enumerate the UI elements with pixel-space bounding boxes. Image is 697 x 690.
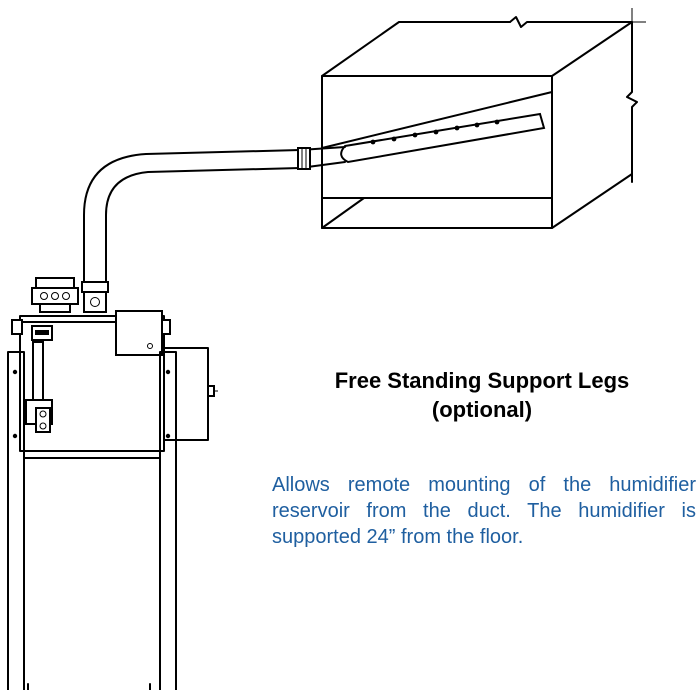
support-legs	[7, 351, 177, 690]
dispersion-tube-body	[340, 112, 546, 164]
fitting-port	[40, 292, 48, 300]
steam-orifice	[370, 139, 376, 145]
duct-right-break	[626, 21, 638, 183]
duct-interior-corner	[321, 197, 365, 229]
steam-orifice	[494, 119, 500, 125]
caption-title-line1: Free Standing Support Legs	[334, 368, 630, 393]
junction-box-knob	[207, 385, 215, 397]
hose-inner-edge	[105, 167, 301, 291]
lid-latch	[11, 319, 23, 335]
caption-title: Free Standing Support Legs (optional)	[268, 366, 696, 424]
hose-clamp	[297, 147, 311, 170]
duct-front-face	[321, 75, 553, 229]
steam-orifice	[454, 125, 460, 131]
steam-orifice	[391, 136, 397, 142]
dispersion-tube	[340, 112, 546, 164]
steam-orifice	[412, 132, 418, 138]
duct-top-break	[509, 16, 633, 28]
top-fitting-base	[31, 287, 79, 305]
caption-description: Allows remote mounting of the humidifier…	[272, 474, 696, 548]
drain-valve-handle	[35, 407, 51, 433]
steam-outlet-fitting	[83, 291, 107, 313]
junction-box	[163, 347, 209, 441]
valve-screw	[39, 410, 47, 418]
duct-top-right-edge	[551, 21, 633, 77]
fitting-port	[62, 292, 70, 300]
caption-title-line2: (optional)	[431, 397, 533, 422]
fitting-neck	[39, 303, 71, 313]
fitting-port	[51, 292, 59, 300]
leg-bolt	[165, 369, 171, 375]
leg-bolt	[12, 433, 18, 439]
hose-fitting	[81, 281, 109, 293]
right-support-leg	[159, 351, 177, 690]
control-box-screw	[147, 343, 153, 349]
duct-bottom-right-edge	[551, 173, 633, 229]
steam-hose	[81, 146, 346, 293]
duct-interior-line-upper	[321, 91, 553, 149]
sight-glass-tube	[32, 341, 44, 401]
leg-bolt	[12, 369, 18, 375]
steam-outlet-port	[90, 297, 100, 307]
duct-top-edge-left	[321, 21, 511, 77]
gauge-label-text	[35, 330, 49, 335]
leg-bolt	[165, 433, 171, 439]
hose-outer-edge	[83, 149, 301, 291]
valve-screw	[39, 422, 47, 430]
steam-orifice	[474, 122, 480, 128]
duct-section	[321, 8, 646, 229]
control-box	[115, 310, 163, 356]
left-support-leg	[7, 351, 25, 690]
steam-orifice	[433, 129, 439, 135]
humidifier-unit	[11, 277, 218, 452]
